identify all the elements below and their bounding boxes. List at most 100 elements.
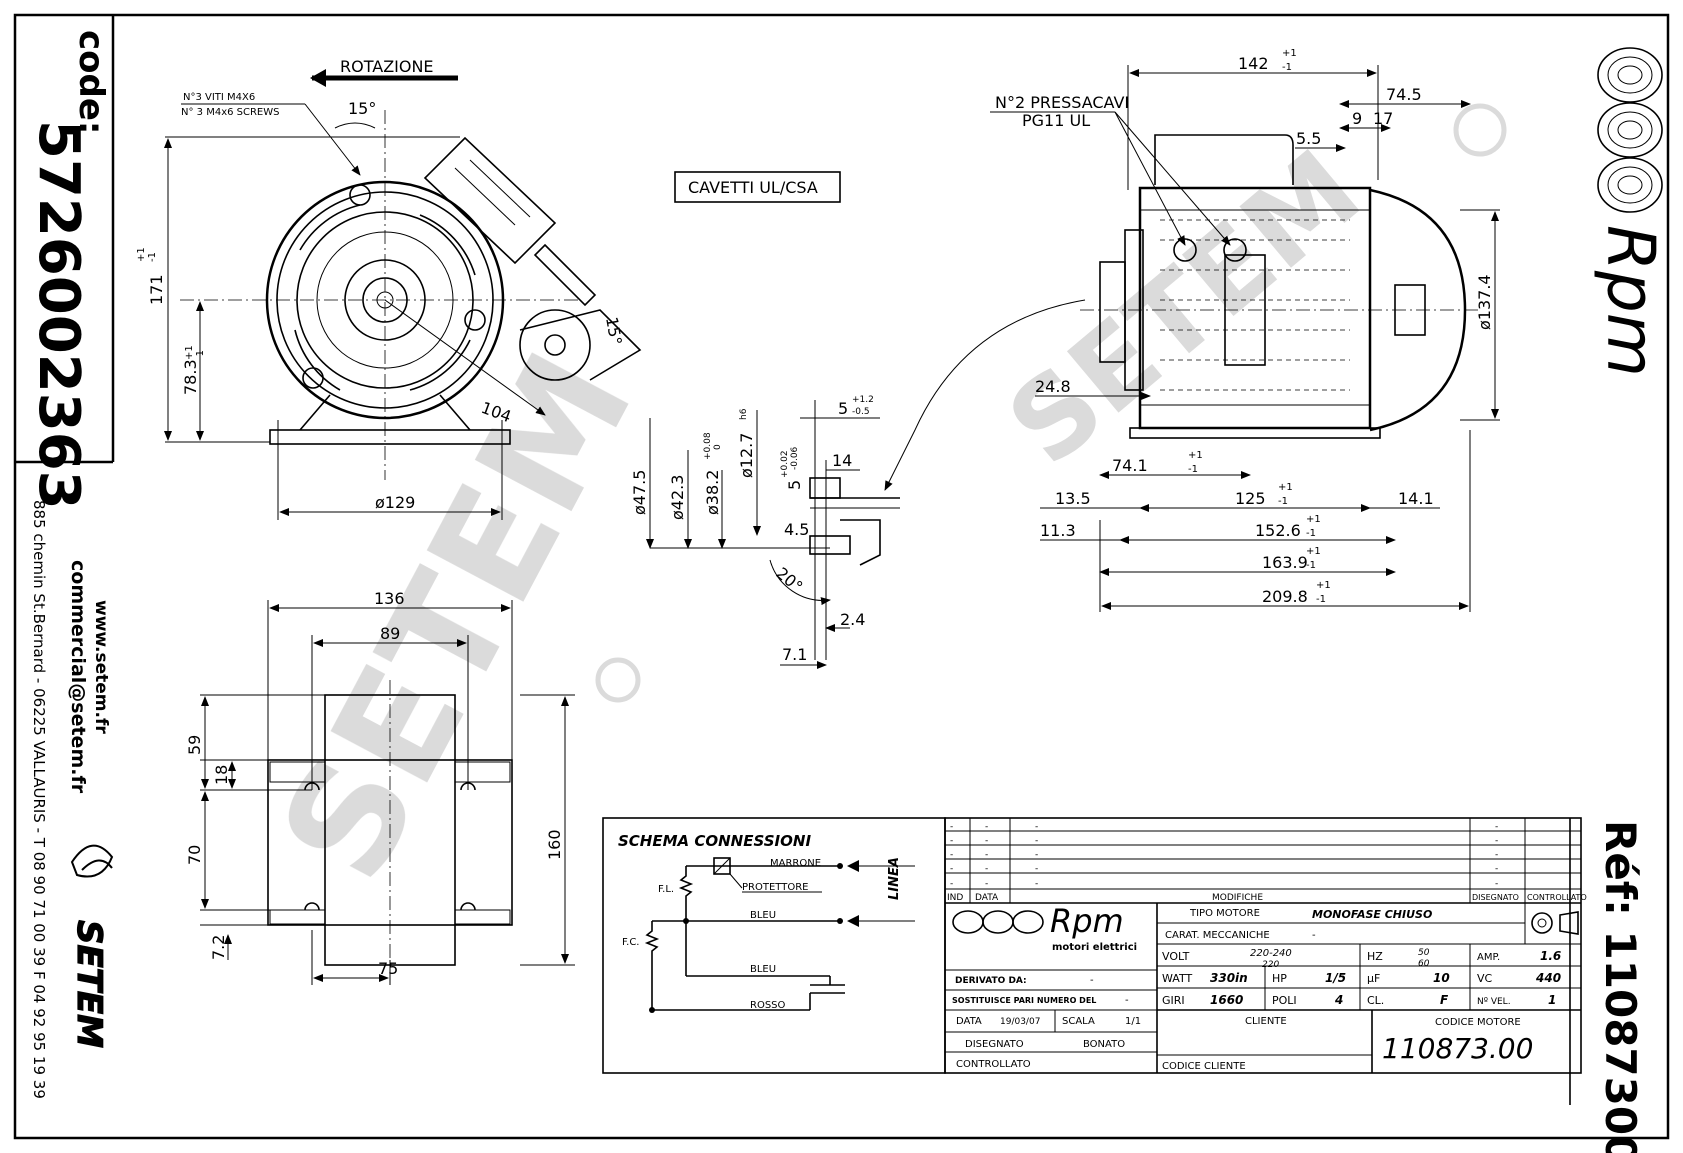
dim-17: 17	[1373, 109, 1393, 128]
cable-note-text: CAVETTI UL/CSA	[688, 178, 818, 197]
foot-view: 136 89 59 18 70 160 7.2 75	[185, 589, 575, 985]
glands-note-1: N°2 PRESSACAVI	[995, 93, 1129, 112]
dim-12-tol: h6	[739, 408, 749, 420]
sheet-border	[13, 13, 1670, 1140]
rev-1-data: -	[985, 822, 988, 832]
wire-bleu-2: BLEU	[750, 964, 776, 975]
dim-78-tol-plus: +1	[184, 345, 195, 360]
dim-7-2: 7.2	[209, 935, 228, 960]
dim-171-tol-minus: -1	[147, 252, 158, 262]
hz-label: HZ	[1367, 950, 1383, 963]
code-label: code:	[71, 30, 111, 135]
dim-142-tol-plus: +1	[1282, 48, 1297, 59]
cable-gland-icon	[1173, 238, 1197, 262]
dim-74-5: 74.5	[1386, 85, 1422, 104]
cable-note: CAVETTI UL/CSA	[674, 171, 841, 203]
dim-5-b: 5	[785, 480, 804, 490]
dim-14-1: 14.1	[1398, 489, 1434, 508]
dim-142-tol-minus: -1	[1282, 62, 1292, 73]
col-ind: IND	[947, 893, 963, 903]
rev-3-ind: -	[950, 850, 953, 860]
rev-3-mod: -	[1035, 850, 1038, 860]
rev-1-mod: -	[1035, 822, 1038, 832]
scala-label: SCALA	[1062, 1016, 1095, 1027]
poli-value: 4	[1334, 993, 1343, 1007]
nvel-value: 1	[1548, 993, 1556, 1007]
col-modifiche: MODIFICHE	[1212, 893, 1263, 903]
screws-note-en: N° 3 M4x6 SCREWS	[181, 107, 279, 118]
rev-5-mod: -	[1035, 879, 1038, 889]
title-brand: Rpm	[1050, 902, 1124, 940]
setem-logo-icon	[70, 844, 114, 878]
dim-2-4: 2.4	[840, 610, 865, 629]
giri-label: GIRI	[1162, 994, 1185, 1007]
dim-129: ø129	[375, 493, 415, 512]
dim-142: 142	[1238, 54, 1269, 73]
carat-label: CARAT. MECCANICHE	[1165, 930, 1270, 941]
derivato-label: DERIVATO DA:	[955, 976, 1027, 986]
main-winding-icon	[678, 866, 694, 921]
angle-15b-label: 15°	[602, 315, 626, 346]
rev-4-ind: -	[950, 864, 953, 874]
dim-152-6: 152.6	[1255, 521, 1301, 540]
reference-number: Réf: 11087300	[1596, 820, 1645, 1153]
dim-125-tol-plus: +1	[1278, 482, 1293, 493]
dim-163-tol-plus: +1	[1306, 546, 1321, 557]
setem-watermark: SETEM SETEM	[248, 103, 1507, 907]
email-link[interactable]: commercial@setem.fr	[67, 560, 89, 794]
poli-label: POLI	[1272, 994, 1297, 1007]
dim-70: 70	[185, 845, 204, 865]
wire-marrone: MARRONE	[770, 858, 821, 869]
schema-title: SCHEMA CONNESSIONI	[618, 832, 811, 850]
side-terminal-box	[1154, 134, 1294, 185]
dim-5-a: 5	[838, 399, 848, 418]
dim-137-4: ø137.4	[1475, 274, 1494, 330]
watermark-text-right: SETEM	[984, 126, 1383, 490]
rev-2-data: -	[985, 836, 988, 846]
dim-24-8: 24.8	[1035, 377, 1071, 396]
col-data: DATA	[975, 893, 999, 903]
dim-59: 59	[185, 735, 204, 755]
uf-label: µF	[1367, 972, 1380, 985]
connection-schema: SCHEMA CONNESSIONI MARRONE PROTETTORE F.…	[602, 817, 946, 1074]
hz-value-2: 60	[1418, 959, 1430, 969]
sostituisce-value: -	[1125, 995, 1129, 1006]
rev-5-dis: -	[1495, 879, 1498, 889]
dim-5-5: 5.5	[1296, 129, 1321, 148]
dim-5b-tol-plus: +0.02	[780, 450, 790, 478]
side-panel: code: 5726002363 www.setem.fr commercial…	[26, 30, 114, 1099]
dim-74-1: 74.1	[1112, 456, 1148, 475]
dim-74-1-tol-minus: -1	[1188, 464, 1198, 475]
volt-value-2: 220	[1262, 960, 1279, 970]
screw-boss-icon	[349, 184, 371, 206]
rev-3-dis: -	[1495, 850, 1498, 860]
dim-5a-tol-minus: -0.5	[852, 407, 870, 417]
data-label: DATA	[956, 1016, 982, 1027]
cl-value: F	[1440, 993, 1449, 1007]
front-view: ROTAZIONE N°3 VITI M4X6 N° 3 M4x6 SCREWS…	[136, 57, 642, 520]
hz-value: 50	[1418, 948, 1430, 958]
tipo-motore-label: TIPO MOTORE	[1189, 908, 1260, 919]
dim-209-8: 209.8	[1262, 587, 1308, 606]
website-link[interactable]: www.setem.fr	[91, 600, 111, 734]
derivato-value: -	[1090, 975, 1094, 986]
volt-label: VOLT	[1162, 950, 1190, 963]
scala-value: 1/1	[1125, 1016, 1141, 1027]
dim-78-3: 78.3	[181, 359, 200, 395]
data-value: 19/03/07	[1000, 1017, 1040, 1027]
rev-2-ind: -	[950, 836, 953, 846]
dim-163-9: 163.9	[1262, 553, 1308, 572]
dim-163-tol-minus: -1	[1306, 560, 1316, 571]
dim-42-3: ø42.3	[668, 475, 687, 520]
dim-18: 18	[212, 765, 231, 785]
dim-209-tol-plus: +1	[1316, 580, 1331, 591]
code-value: 5726002363	[26, 120, 91, 510]
rpm-coils-icon	[1597, 47, 1663, 213]
dim-152-tol-minus: -1	[1306, 528, 1316, 539]
dim-12-7: ø12.7	[737, 433, 756, 478]
sostituisce-label: SOSTITUISCE PARI NUMERO DEL	[952, 996, 1096, 1005]
dim-75: 75	[378, 959, 398, 978]
giri-value: 1660	[1210, 993, 1243, 1007]
rotation-label: ROTAZIONE	[340, 57, 434, 76]
cliente-label: CLIENTE	[1245, 1016, 1287, 1027]
